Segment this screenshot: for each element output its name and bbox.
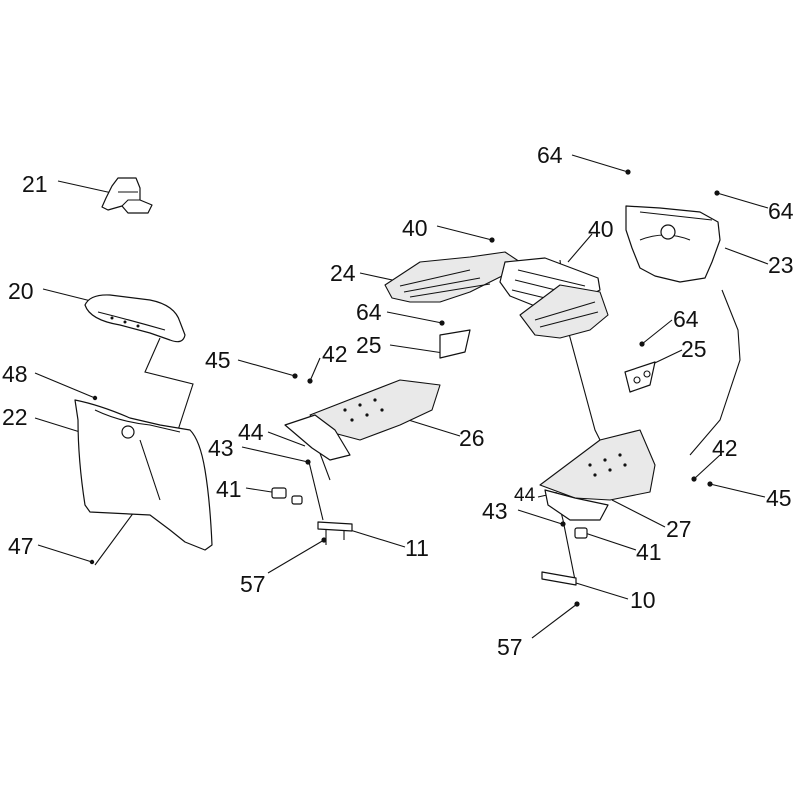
callout-41-left: 41: [216, 476, 242, 502]
part-10-bracket: [541, 571, 577, 586]
callout-44-left: 44: [238, 419, 264, 445]
part-41-cap-left: [271, 487, 303, 505]
part-26-footrest-left: [284, 379, 441, 461]
callout-11: 11: [405, 535, 429, 561]
part-40-rail-mat: [519, 284, 609, 339]
callout-44-right: 44: [514, 485, 536, 506]
part-23-rear-cover: [625, 205, 721, 283]
callout-10: 10: [630, 587, 656, 613]
callout-47: 47: [8, 533, 34, 559]
part-27-footrest-right: [539, 429, 656, 521]
footrest-holes-left: [343, 398, 384, 422]
callout-45-left: 45: [205, 347, 231, 373]
callout-22: 22: [2, 404, 28, 430]
callout-64-right: 64: [768, 198, 794, 224]
callout-26: 26: [459, 425, 485, 451]
callout-40-right: 40: [588, 216, 614, 242]
callout-25-left: 25: [356, 332, 382, 358]
callout-42-left: 42: [322, 341, 348, 367]
callout-23: 23: [768, 252, 794, 278]
callout-64-top: 64: [537, 142, 563, 168]
part-11-bracket: [317, 521, 353, 545]
callout-64-left: 64: [356, 299, 382, 325]
callout-42-right: 42: [712, 435, 738, 461]
callout-24: 24: [330, 260, 356, 286]
callout-43-right: 43: [482, 498, 508, 524]
part-22-front-fender: [74, 399, 213, 551]
callout-40-left: 40: [402, 215, 428, 241]
callout-57-left: 57: [240, 571, 266, 597]
part-20-panel: [84, 294, 186, 343]
callout-43-left: 43: [208, 435, 234, 461]
callout-45-right: 45: [766, 485, 792, 511]
callout-labels: 21 20 48 22 47 40 24 64 25 45 42 44 43 2…: [2, 142, 794, 660]
part-41-cap-right: [574, 527, 588, 539]
callout-48: 48: [2, 361, 28, 387]
part-21-cover: [101, 177, 153, 214]
callout-64-mid: 64: [673, 306, 699, 332]
callout-27: 27: [666, 516, 692, 542]
footrest-holes-right: [588, 453, 627, 477]
part-25-bracket-right: [624, 361, 656, 393]
fastener-dots: [89, 169, 720, 607]
callout-25-right: 25: [681, 336, 707, 362]
part-25-bracket-left: [439, 329, 471, 359]
callout-21: 21: [22, 171, 48, 197]
callout-57-right: 57: [497, 634, 523, 660]
callout-41-right: 41: [636, 539, 662, 565]
callout-20: 20: [8, 278, 34, 304]
